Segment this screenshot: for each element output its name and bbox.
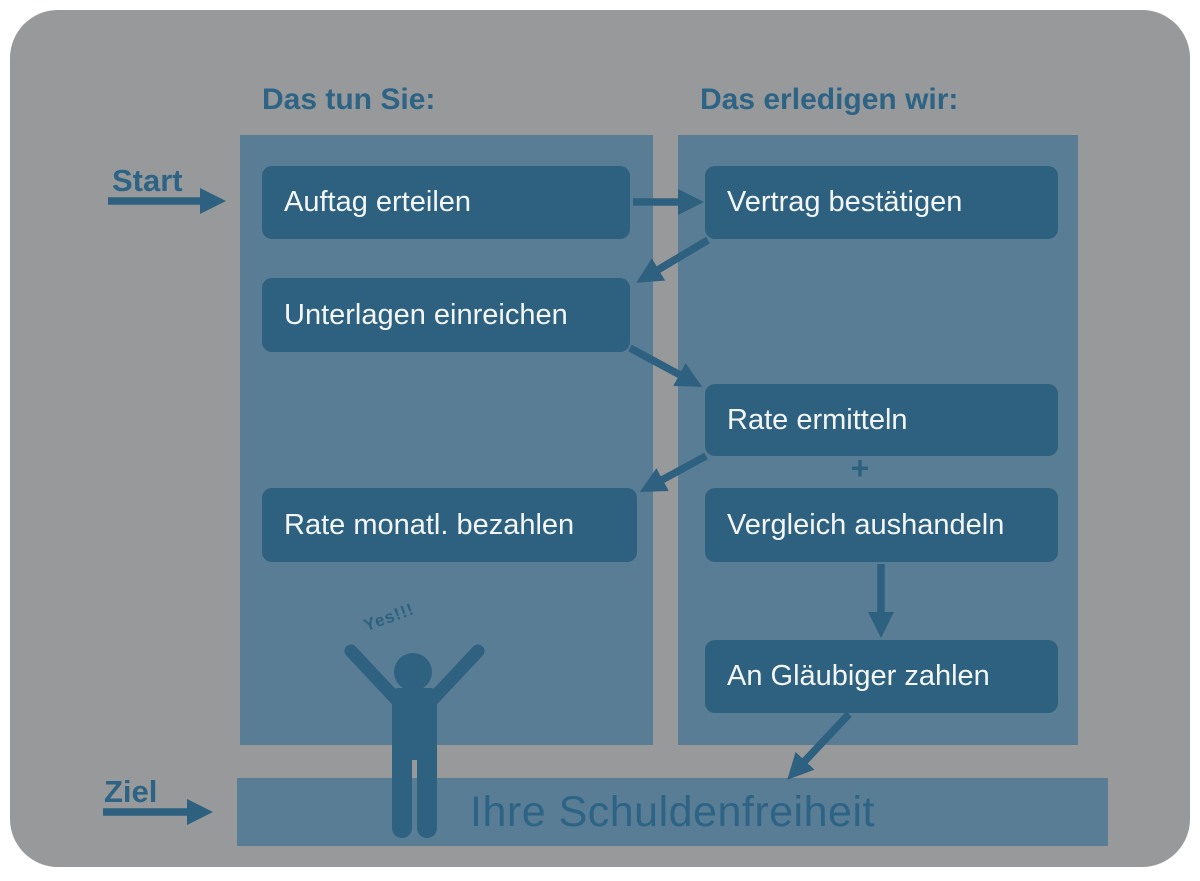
flow-box-auftrag-erteilen: Auftag erteilen — [262, 166, 630, 239]
flow-box-rate-ermitteln: Rate ermitteln — [705, 384, 1058, 456]
flow-box-rate-bezahlen: Rate monatl. bezahlen — [262, 488, 637, 562]
flow-box-vergleich-aushandeln: Vergleich aushandeln — [705, 488, 1058, 562]
goal-bar: Ihre Schuldenfreiheit — [237, 778, 1108, 846]
start-label: Start — [112, 163, 183, 203]
right-column-header: Das erledigen wir: — [700, 83, 959, 116]
goal-bar-label: Ihre Schuldenfreiheit — [470, 787, 875, 836]
plus-sign: + — [850, 450, 870, 486]
flow-box-vertrag-bestaetigen: Vertrag bestätigen — [705, 166, 1058, 239]
left-column-header: Das tun Sie: — [262, 83, 436, 116]
flow-box-glaeubiger-zahlen: An Gläubiger zahlen — [705, 640, 1058, 713]
flow-box-unterlagen-einreichen: Unterlagen einreichen — [262, 278, 630, 352]
ziel-label: Ziel — [104, 774, 158, 814]
